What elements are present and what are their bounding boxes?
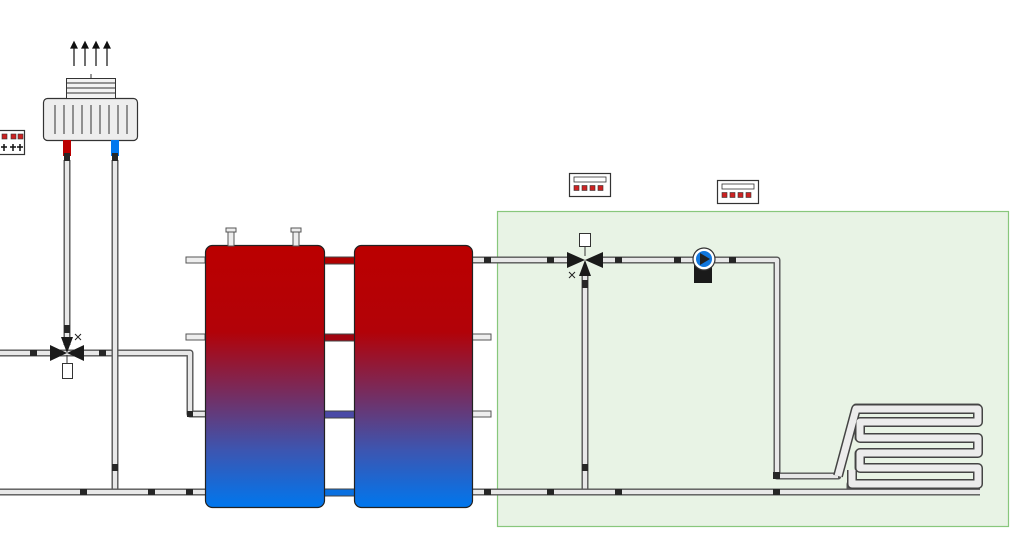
mixing-valve-radiator[interactable] xyxy=(50,333,84,379)
controller-zone-pump[interactable] xyxy=(716,179,760,205)
circulation-pump-icon[interactable] xyxy=(692,247,716,283)
controller-zone-valve[interactable] xyxy=(568,172,612,198)
underfloor-heating-coil xyxy=(833,404,983,489)
radiator-hot-connection xyxy=(63,140,71,156)
controller-left[interactable] xyxy=(0,129,26,156)
pipe-fittings xyxy=(30,153,780,495)
buffer-tank-2[interactable] xyxy=(353,244,474,509)
mixing-valve-floor[interactable] xyxy=(567,233,603,279)
up-arrows-icon xyxy=(70,40,111,66)
radiator-icon[interactable] xyxy=(42,74,139,156)
radiator-cold-connection xyxy=(111,140,119,156)
buffer-tank-1[interactable] xyxy=(204,227,326,509)
